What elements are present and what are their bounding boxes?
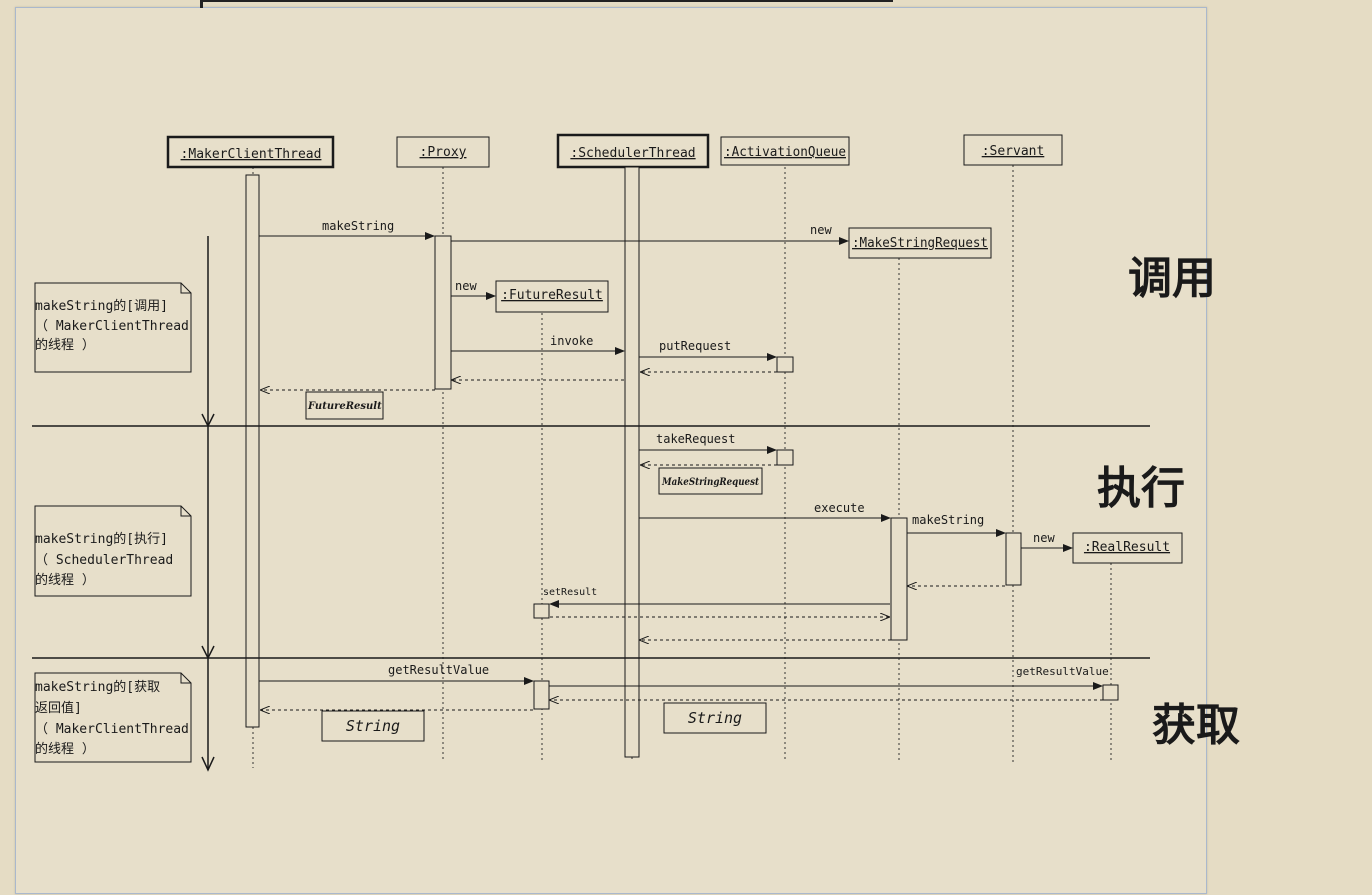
activation-fr-1	[533, 603, 550, 619]
activation-mct	[245, 174, 260, 728]
phase-label-get: 获取	[1152, 700, 1240, 751]
return-box-futureresult	[305, 391, 384, 420]
participant-label-st: :SchedulerThread	[570, 146, 695, 161]
object-label-msr: :MakeStringRequest	[852, 236, 988, 251]
note-2-line-3: 的线程 ）	[35, 572, 95, 588]
time-arrow-head-3	[201, 756, 215, 772]
note-2-line-1: makeString的[执行]	[35, 531, 168, 547]
participant-label-mct: :MakerClientThread	[181, 147, 322, 162]
note-box-1	[34, 282, 192, 373]
phase-label-execute: 执行	[1097, 463, 1185, 514]
return-box-makestringrequest	[658, 467, 763, 495]
participant-box-mct	[166, 135, 335, 169]
note-3-line-4: 的线程 ）	[35, 741, 95, 757]
msg-label-makestring-2: makeString	[912, 513, 984, 527]
activation-aq-2	[776, 449, 794, 466]
participant-box-proxy	[396, 136, 490, 168]
msg-label-setresult: setResult	[543, 587, 597, 598]
object-label-rr: :RealResult	[1084, 540, 1170, 555]
activation-proxy	[434, 235, 452, 390]
msg-label-putrequest: putRequest	[659, 339, 731, 353]
return-label-makestringrequest: MakeStringRequest	[661, 477, 759, 488]
msg-label-makestring-1: makeString	[322, 219, 394, 233]
document-page	[15, 7, 1207, 894]
note-box-3	[34, 672, 192, 763]
note-1-line-3: 的线程 ）	[35, 337, 95, 353]
activation-aq-1	[776, 356, 794, 373]
time-arrow-head-2	[201, 645, 215, 660]
activation-rr	[1102, 684, 1119, 701]
participant-box-servant	[963, 134, 1063, 166]
activation-msr	[890, 517, 908, 641]
return-label-string-2: String	[688, 709, 742, 727]
return-label-string-1: String	[346, 717, 400, 735]
note-3-line-2: 返回值]	[35, 700, 82, 716]
page-top-edge	[200, 0, 893, 8]
object-label-fr: :FutureResult	[501, 288, 603, 303]
msg-label-new-msr: new	[810, 223, 832, 237]
activation-st	[624, 166, 640, 758]
object-box-fr	[495, 280, 609, 313]
msg-label-execute: execute	[814, 501, 865, 515]
participant-label-proxy: :Proxy	[420, 145, 467, 160]
return-box-string-1	[321, 710, 425, 742]
participant-box-aq	[720, 136, 850, 166]
msg-label-getresultvalue-2: getResultValue	[1016, 665, 1109, 678]
note-3-line-3: （ MakerClientThread	[35, 722, 189, 737]
object-box-rr	[1072, 532, 1183, 564]
note-1-line-2: （ MakerClientThread	[35, 319, 189, 334]
note-1-line-1: makeString的[调用]	[35, 298, 168, 314]
note-3-line-1: makeString的[获取	[35, 679, 160, 695]
msg-label-getresultvalue-1: getResultValue	[388, 663, 489, 677]
time-arrow-head-1	[201, 413, 215, 428]
note-2-line-2: （ SchedulerThread	[35, 553, 173, 568]
participant-heads	[166, 133, 1183, 564]
msg-label-new-rr: new	[1033, 531, 1055, 545]
phase-label-invoke: 调用	[1128, 253, 1216, 304]
participant-label-servant: :Servant	[982, 144, 1045, 159]
object-box-msr	[848, 227, 992, 259]
msg-label-takerequest: takeRequest	[656, 432, 735, 446]
activation-servant	[1005, 532, 1022, 586]
note-box-2	[34, 505, 192, 597]
return-label-futureresult: FutureResult	[307, 401, 382, 412]
msg-label-invoke: invoke	[550, 334, 593, 348]
participant-label-aq: :ActivationQueue	[724, 145, 846, 160]
return-box-string-2	[663, 702, 767, 734]
msg-label-new-fr: new	[455, 279, 477, 293]
activation-fr-2	[533, 680, 550, 710]
